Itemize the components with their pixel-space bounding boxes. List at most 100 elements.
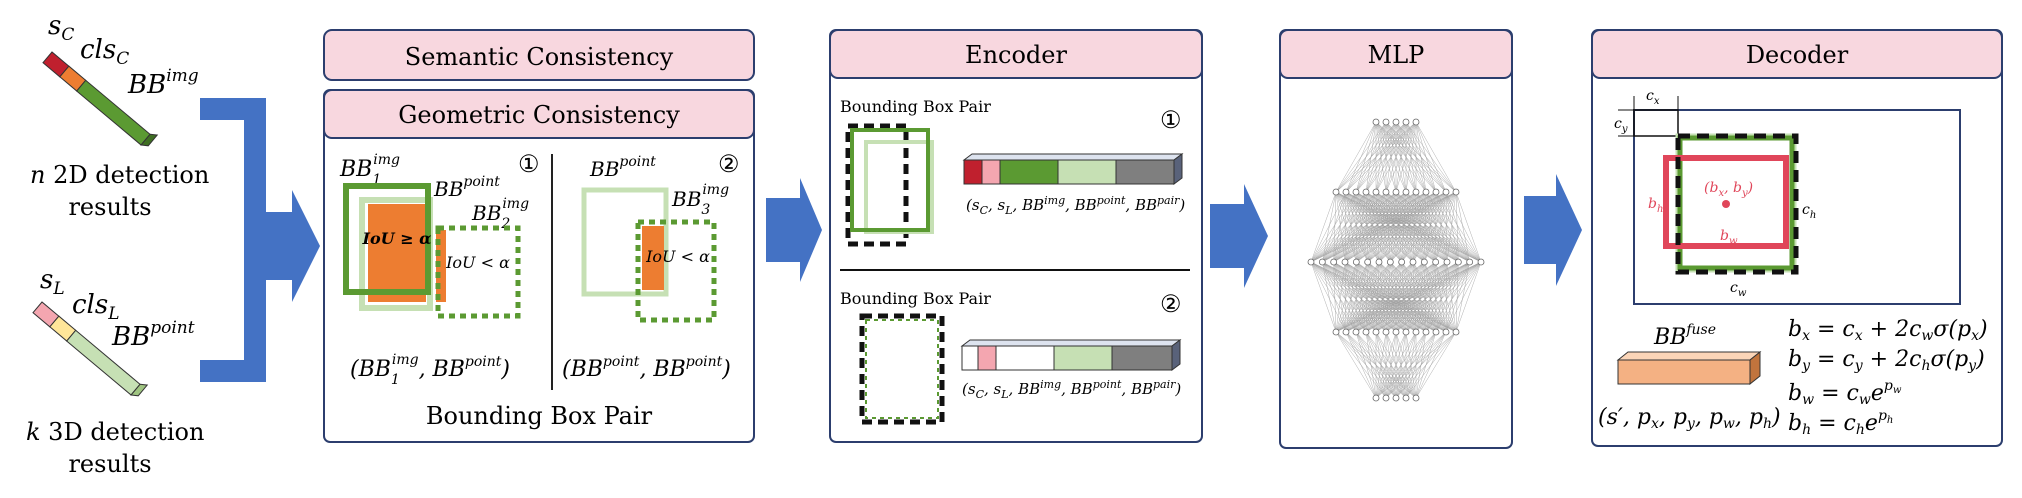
consistency-panel: Semantic Consistency Geometric Consisten… bbox=[324, 30, 754, 442]
bw-label: b bbox=[1720, 228, 1729, 244]
iou-lt-label-1: IoU < α bbox=[445, 253, 510, 272]
mlp-node bbox=[1399, 259, 1405, 265]
mlp-node bbox=[1393, 329, 1399, 335]
bb-sup: point bbox=[150, 318, 195, 338]
pair2-sup-a: point bbox=[603, 354, 640, 370]
mlp-node bbox=[1373, 329, 1379, 335]
mlp-node bbox=[1433, 259, 1439, 265]
pair1-sub: 1 bbox=[391, 372, 400, 388]
bh-label: b bbox=[1648, 196, 1657, 212]
bb-point-sup: point bbox=[463, 174, 500, 190]
svg-text:k 3D detection: k 3D detection bbox=[26, 418, 204, 446]
ch-sub: h bbox=[1810, 210, 1816, 221]
feature-vector-2 bbox=[962, 340, 1180, 370]
eq-bx: bx = cx + 2cwσ(px) bbox=[1788, 317, 1988, 344]
encoder-title: Encoder bbox=[965, 41, 1067, 69]
encoder-case-1: ① bbox=[1160, 106, 1182, 134]
cx-sub: x bbox=[1654, 96, 1660, 107]
decoder-title: Decoder bbox=[1746, 41, 1849, 69]
iou-lt-label-2: IoU < α bbox=[645, 247, 710, 266]
bb2-sup: img bbox=[502, 196, 529, 212]
mlp-node bbox=[1433, 329, 1439, 335]
mlp-node bbox=[1423, 329, 1429, 335]
encoder-pair-label-2: Bounding Box Pair bbox=[840, 289, 991, 308]
mlp-node bbox=[1403, 329, 1409, 335]
mlp-node bbox=[1413, 395, 1419, 401]
svg-text:sL: sL bbox=[40, 265, 65, 299]
mlp-node bbox=[1433, 189, 1439, 195]
bb3-sup: img bbox=[702, 182, 729, 198]
bb-fuse-label: BB bbox=[1653, 325, 1686, 350]
mlp-node bbox=[1342, 259, 1348, 265]
pair1-tail: , BB bbox=[419, 357, 465, 382]
encoder-formula-2: (sC, sL, BBimg, BBpoint, BBpair) bbox=[962, 378, 1181, 401]
svg-text:n 2D detection: n 2D detection bbox=[30, 161, 209, 189]
bb1-sup: img bbox=[373, 152, 400, 168]
bb-fuse-sup: fuse bbox=[1685, 322, 1716, 338]
geometric-title: Geometric Consistency bbox=[398, 101, 680, 129]
bb-point-label: BB bbox=[433, 177, 463, 201]
input-3d-detections: sL clsL BBpoint k 3D detection results bbox=[26, 265, 204, 478]
mlp-node bbox=[1421, 259, 1427, 265]
input-2d-detections: sC clsC BBimg n 2D detection results bbox=[30, 11, 209, 221]
mlp-node bbox=[1413, 189, 1419, 195]
mlp-node bbox=[1393, 119, 1399, 125]
bb-point-sup-2: point bbox=[619, 154, 656, 170]
mlp-node bbox=[1373, 119, 1379, 125]
mlp-node bbox=[1455, 259, 1461, 265]
arrow-to-mlp bbox=[1210, 184, 1268, 288]
encoder-formula-1: (sC, sL, BBimg, BBpoint, BBpair) bbox=[966, 194, 1185, 217]
caption-results-top: results bbox=[68, 193, 151, 221]
mlp-node bbox=[1423, 189, 1429, 195]
cls-sub: L bbox=[107, 304, 119, 324]
pair1-open: (BB bbox=[350, 357, 391, 382]
mlp-node bbox=[1343, 189, 1349, 195]
mlp-node bbox=[1413, 119, 1419, 125]
bb-sup: img bbox=[166, 66, 199, 86]
bb-label: BB bbox=[127, 70, 166, 100]
case-2-number: ② bbox=[718, 150, 740, 178]
mlp-node bbox=[1443, 189, 1449, 195]
s-label: s bbox=[40, 265, 53, 295]
mlp-node bbox=[1363, 329, 1369, 335]
mlp-node bbox=[1393, 395, 1399, 401]
pair1-sup: img bbox=[392, 352, 419, 368]
center-point bbox=[1722, 200, 1730, 208]
mlp-node bbox=[1353, 259, 1359, 265]
mlp-node bbox=[1333, 189, 1339, 195]
cy-label: c bbox=[1614, 116, 1622, 132]
mlp-node bbox=[1444, 259, 1450, 265]
mlp-node bbox=[1383, 329, 1389, 335]
mlp-node bbox=[1383, 395, 1389, 401]
decoder-panel: Decoder cx cy (bx, by) bh bw ch cw BBfus… bbox=[1592, 30, 2002, 446]
cw-label: c bbox=[1730, 280, 1738, 296]
caption-2d: 2D detection bbox=[45, 161, 209, 189]
caption-results-bottom: results bbox=[68, 450, 151, 478]
bb-label: BB bbox=[111, 322, 150, 352]
mlp-node bbox=[1393, 189, 1399, 195]
mlp-node bbox=[1373, 395, 1379, 401]
s-sub: L bbox=[52, 279, 64, 299]
mlp-node bbox=[1478, 259, 1484, 265]
pair2-sup-b: point bbox=[686, 354, 723, 370]
mlp-node bbox=[1403, 395, 1409, 401]
mlp-node bbox=[1410, 259, 1416, 265]
semantic-title: Semantic Consistency bbox=[405, 43, 674, 71]
pair1-point-sup: point bbox=[465, 354, 502, 370]
feature-vector-1 bbox=[964, 154, 1182, 184]
mlp-node bbox=[1343, 329, 1349, 335]
k-var: k bbox=[26, 418, 41, 446]
case-1-number: ① bbox=[518, 150, 540, 178]
svg-text:BBpoint: BBpoint bbox=[111, 318, 195, 352]
mlp-node bbox=[1353, 189, 1359, 195]
ch-label: c bbox=[1802, 202, 1810, 218]
mlp-node bbox=[1333, 329, 1339, 335]
orange-overlap bbox=[368, 204, 426, 302]
cy-sub: y bbox=[1621, 124, 1628, 135]
mlp-node bbox=[1331, 259, 1337, 265]
n-var: n bbox=[30, 161, 45, 189]
pair2-tail: , BB bbox=[639, 357, 685, 382]
bb-point-label-2: BB bbox=[589, 157, 619, 181]
arrow-to-decoder bbox=[1524, 174, 1582, 286]
